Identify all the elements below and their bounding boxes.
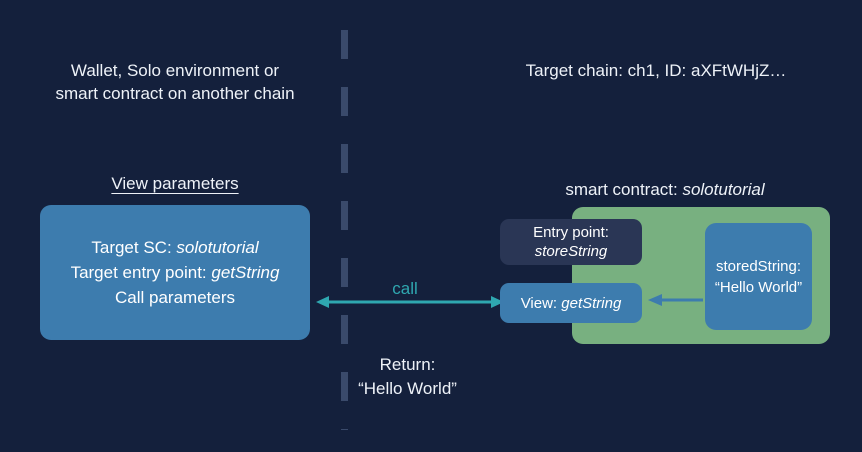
view-parameters-box: Target SC: solotutorial Target entry poi… bbox=[40, 205, 310, 340]
stored-string-value: “Hello World” bbox=[714, 278, 803, 296]
target-entry-point-value: getString bbox=[211, 263, 280, 282]
target-entry-point-label: Target entry point: bbox=[70, 263, 212, 282]
call-return-double-arrow bbox=[316, 296, 504, 308]
return-label: Return: “Hello World” bbox=[358, 355, 457, 398]
call-label: call bbox=[392, 279, 418, 298]
call-parameters-line: Call parameters bbox=[115, 288, 235, 307]
view-parameters-heading-text: View parameters bbox=[111, 174, 239, 193]
target-sc-line: Target SC: solotutorial bbox=[91, 235, 258, 260]
target-chain-caption: Target chain: ch1, ID: aXFtWHjZ… bbox=[525, 61, 787, 80]
state-read-arrow bbox=[648, 294, 703, 306]
view-parameters-heading: View parameters bbox=[40, 172, 310, 195]
view-function-value: getString bbox=[561, 294, 622, 312]
entry-point-box: Entry point: storeString bbox=[500, 219, 642, 265]
view-function-box: View: getString bbox=[500, 283, 642, 323]
smart-contract-heading-value: solotutorial bbox=[682, 180, 765, 199]
smart-contract-heading-label: smart contract: bbox=[565, 180, 683, 199]
entry-point-value: storeString bbox=[534, 243, 608, 260]
stored-string-label: storedString: bbox=[715, 257, 802, 275]
target-sc-value: solotutorial bbox=[176, 238, 259, 257]
smart-contract-heading: smart contract: solotutorial bbox=[500, 178, 830, 201]
vertical-dashed-divider bbox=[341, 30, 348, 430]
view-function-label: View: bbox=[520, 294, 562, 312]
left-actor-caption: Wallet, Solo environment or smart contra… bbox=[55, 61, 295, 103]
view-function-line: View: getString bbox=[521, 295, 622, 312]
entry-point-label: Entry point: bbox=[533, 224, 609, 241]
target-entry-point-line: Target entry point: getString bbox=[71, 260, 280, 285]
stored-string-box: storedString: “Hello World” bbox=[705, 223, 812, 330]
target-sc-label: Target SC: bbox=[91, 238, 177, 257]
